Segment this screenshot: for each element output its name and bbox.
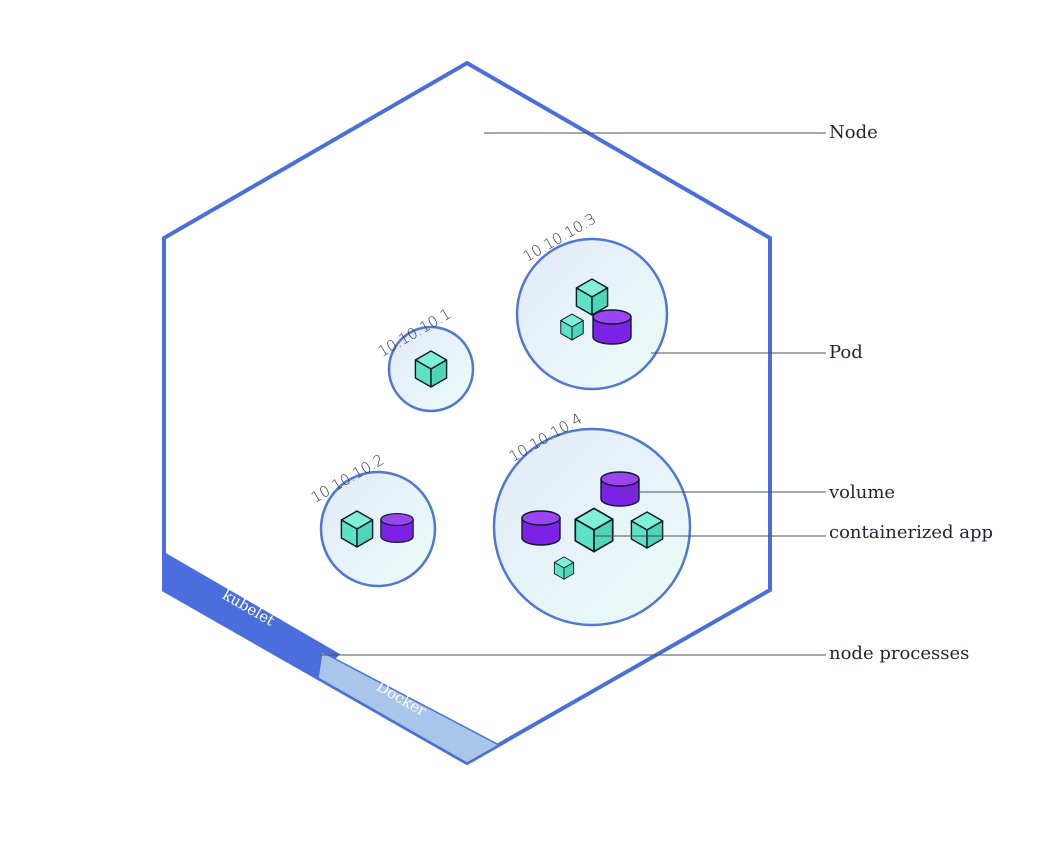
docker-band xyxy=(317,650,501,764)
volume-icon xyxy=(380,512,414,544)
node-processes-callout: node processes xyxy=(829,643,969,664)
node-callout: Node xyxy=(829,122,878,143)
volume-callout: volume xyxy=(828,482,895,503)
kubelet-band xyxy=(164,552,340,678)
volume-icon xyxy=(592,309,632,345)
volume-icon xyxy=(521,510,561,546)
containerized-app-callout: containerized app xyxy=(829,522,993,543)
node-hexagon xyxy=(162,60,772,766)
pod-callout: Pod xyxy=(829,342,863,363)
volume-icon xyxy=(600,471,640,507)
